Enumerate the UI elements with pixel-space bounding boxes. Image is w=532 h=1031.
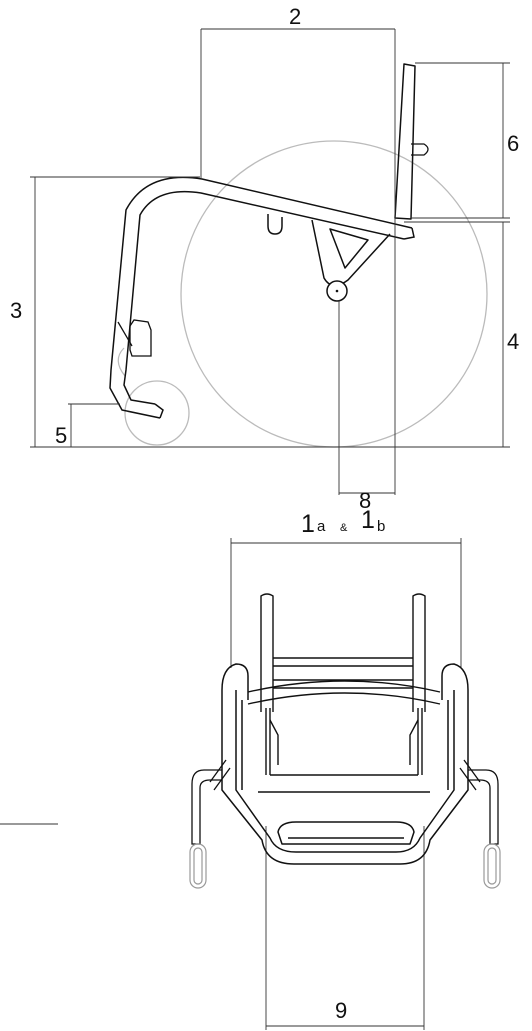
right-caster bbox=[459, 759, 499, 845]
left-caster-wheel bbox=[189, 843, 207, 889]
caster-clamp bbox=[129, 319, 152, 357]
frame-end-cap bbox=[403, 227, 415, 240]
dimension-label-9: 9 bbox=[335, 998, 348, 1023]
caster-clamp-strut bbox=[117, 321, 133, 347]
dimension-label-5: 5 bbox=[55, 423, 68, 448]
axle-plate bbox=[311, 219, 391, 287]
caster-wheel bbox=[124, 380, 190, 446]
axle-plate-cutout bbox=[329, 228, 369, 269]
side-dimension-lines bbox=[30, 28, 510, 495]
dimension-label-1b-number: 1 bbox=[361, 506, 375, 534]
frame-tube-outer bbox=[109, 176, 413, 419]
dimension-label-1a-number: 1 bbox=[301, 510, 315, 538]
backrest-panel bbox=[394, 63, 416, 220]
caster-fork bbox=[117, 347, 126, 377]
backrest-handle bbox=[411, 143, 429, 156]
dimension-label-1a-letter: a bbox=[317, 518, 326, 535]
frame-tube-inner bbox=[123, 190, 405, 405]
dimension-label-3: 3 bbox=[10, 298, 23, 323]
dimension-label-1b-letter: b bbox=[377, 518, 386, 535]
seat-crossbars bbox=[247, 657, 441, 793]
dimension-label-6: 6 bbox=[507, 131, 520, 156]
dimension-label-ampersand: & bbox=[340, 522, 348, 534]
dimension-label-2: 2 bbox=[289, 4, 302, 29]
dimension-label-4: 4 bbox=[507, 329, 520, 354]
left-caster bbox=[191, 759, 231, 845]
footplate-tip bbox=[154, 403, 164, 419]
front-view bbox=[0, 538, 501, 1030]
front-width-dimension bbox=[230, 538, 462, 1030]
axle-center bbox=[335, 289, 339, 293]
dimension-label-8: 8 bbox=[359, 488, 372, 513]
backrest-posts bbox=[260, 593, 426, 712]
frame-tab bbox=[267, 214, 283, 235]
side-view bbox=[30, 28, 510, 495]
front-frame bbox=[221, 663, 469, 865]
right-caster-wheel bbox=[483, 843, 501, 889]
